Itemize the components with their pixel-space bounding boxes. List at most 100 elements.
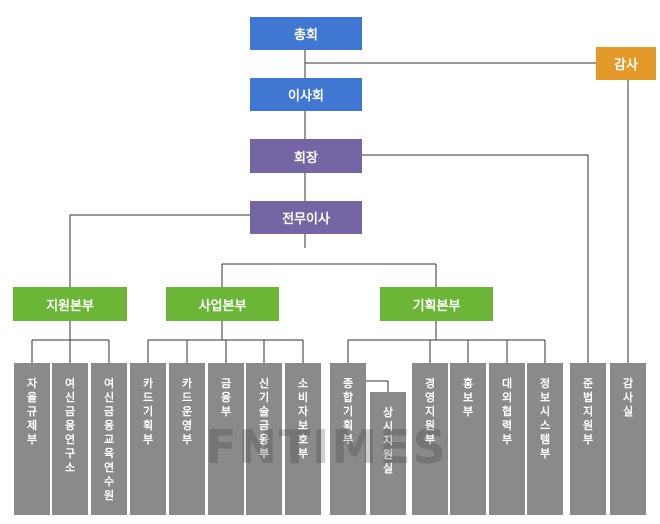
watermark-text: FNTIMES [205,420,448,474]
dept-label-char: 법 [582,391,594,404]
dept-label-char: 부 [539,447,551,460]
dept-label-char: 기 [142,405,154,418]
dept-label-char: 협 [501,405,513,418]
managing-director-box: 전무이사 [250,201,362,234]
dept-label-char: 수 [103,475,115,488]
dept-label-char: 준 [582,377,594,390]
planning-division-box: 기획본부 [380,287,493,321]
dept-label-char: 홍 [462,377,474,390]
dept-label-char: 여 [103,377,115,390]
dept-label-char: 율 [26,391,38,404]
dept-label-char: 종 [342,377,354,390]
connector-line [366,380,389,392]
dept-label-char: 신 [258,377,270,390]
dept-label-char: 부 [181,433,193,446]
auditor-box: 감사 [596,47,656,80]
dept-label-char: 제 [26,419,38,432]
business-division-box: 사업본부 [166,287,279,321]
dept-label-char: 금 [258,419,270,432]
dept-label-char: 사 [622,391,634,404]
dept-label-char: 부 [220,405,232,418]
dept-label-char: 부 [342,433,354,446]
dept-label-char: 원 [382,448,394,461]
dept-label-char: 소 [297,377,309,390]
dept-label-char: 정 [539,377,551,390]
dept-label-char: 보 [539,391,551,404]
dept-label-char: 지 [382,434,394,447]
dept-label-char: 지 [582,405,594,418]
dept-label-char: 금 [220,377,232,390]
dept-label-char: 실 [382,462,394,475]
dept-label-char: 템 [539,433,551,446]
dept-label-char: 교 [103,433,115,446]
dept-label-char: 자 [297,405,309,418]
dept-label-char: 부 [142,433,154,446]
dept-label-char: 자 [26,377,38,390]
dept-label-char: 기 [342,405,354,418]
managing-director-label: 전무이사 [282,212,330,227]
planning-division-label: 기획본부 [412,298,461,314]
dept-label-char: 연 [103,461,115,474]
dept-label-char: 부 [26,433,38,446]
general-meeting-label: 총회 [294,28,318,43]
business-division-label: 사업본부 [198,298,247,314]
dept-label-char: 소 [64,461,76,474]
dept-label-char: 실 [622,405,634,418]
dept-label-char: 카 [142,377,154,390]
dept-label-char: 부 [258,447,270,460]
dept-label-char: 부 [582,433,594,446]
dept-label-char: 신 [64,391,76,404]
general-meeting-box: 총회 [250,17,362,50]
chairman-label: 회장 [294,150,318,166]
dept-label-char: 보 [462,391,474,404]
dept-label-char: 감 [622,377,634,390]
dept-label-char: 대 [501,377,513,390]
support-division-box: 지원본부 [13,287,127,321]
dept-label-char: 획 [142,419,154,432]
dept-label-char: 융 [64,419,76,432]
connector-line [69,214,250,287]
dept-label-char: 기 [258,391,270,404]
board-box: 이사회 [250,78,362,111]
board-label: 이사회 [288,89,324,104]
dept-label-char: 원 [103,489,115,502]
dept-label-char: 호 [297,433,309,446]
dept-label-char: 경 [424,377,436,390]
dept-label-char: 원 [424,419,436,432]
dept-label-char: 드 [181,391,193,404]
dept-label-char: 융 [258,433,270,446]
dept-label-char: 상 [382,406,394,419]
dept-label-char: 금 [103,405,115,418]
dept-label-char: 육 [103,447,115,460]
support-division-label: 지원본부 [46,298,94,314]
dept-label-char: 부 [462,405,474,418]
chairman-box: 회장 [250,139,362,173]
dept-label-char: 부 [297,447,309,460]
dept-label-char: 지 [424,405,436,418]
auditor-label: 감사 [614,58,638,73]
dept-label-char: 외 [501,391,513,404]
dept-label-char: 카 [181,377,193,390]
dept-label-char: 스 [539,419,551,432]
dept-label-char: 영 [181,419,193,432]
dept-label-char: 원 [582,419,594,432]
dept-label-char: 금 [64,405,76,418]
dept-label-char: 시 [539,405,551,418]
dept-label-char: 보 [297,419,309,432]
dept-label-char: 비 [297,391,309,404]
